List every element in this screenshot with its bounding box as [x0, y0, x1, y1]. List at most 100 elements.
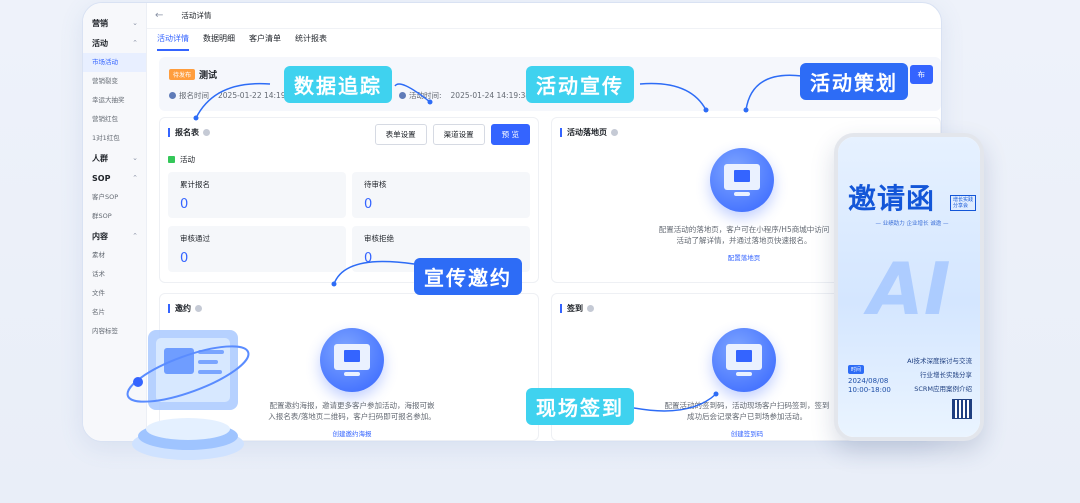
create-checkin-code-link[interactable]: 创建签到码 [730, 430, 764, 438]
checkin-description: 配置活动的签到码，活动现场客户扫码签到，签到 成功后会记录客户已到场参加活动。 [664, 401, 830, 421]
invitation-datetime: 2024/08/08 10:00-18:00 [848, 377, 891, 394]
sidebar-item-1v1-red-packet[interactable]: 1对1红包 [92, 134, 120, 142]
sidebar-group-label: 人群 [92, 153, 108, 163]
card-title: 报名表 [168, 128, 210, 137]
3d-dashboard-illustration-icon [126, 330, 250, 460]
invitation-title: 邀请函 [848, 182, 936, 215]
stat-value: 0 [180, 197, 189, 212]
sidebar: 营销 ⌄ 活动 ⌃ 市场活动 营销裂变 幸运大抽奖 营销红包 1对1红包 人群 … [83, 3, 147, 441]
signup-time-value: 2025-01-22 14:19 [218, 91, 286, 100]
checkin-qr-illustration-icon [712, 328, 776, 392]
invitation-poster: 邀请函 增长实践分享会 — 业绩助力 企业增长 诚邀 — AI 时间 2024/… [838, 137, 980, 437]
invite-description: 配置邀约海报，邀请更多客户参加活动，海报可嵌 入报名表/落地页二维码，客户扫码即… [268, 401, 436, 421]
clock-icon [399, 92, 406, 99]
landing-page-description: 配置活动的落地页，客户可在小程序/H5商城中访问 活动了解详情，并通过落地页快速… [658, 225, 830, 245]
tab-bar: 活动详情 数据明细 客户清单 统计报表 [157, 33, 327, 51]
activity-tag: 活动 [168, 154, 195, 165]
channel-settings-button[interactable]: 渠道设置 [432, 124, 485, 145]
signup-time-row: 报名时间 2025-01-22 14:19 [169, 90, 286, 101]
sidebar-item-red-packet[interactable]: 营销红包 [92, 115, 118, 123]
callout-promo-invite: 宣传邀约 [414, 258, 522, 295]
stat-label: 审核拒绝 [364, 234, 394, 243]
activity-title: 测试 [199, 71, 218, 81]
tab-customer-list[interactable]: 客户清单 [249, 34, 281, 43]
stat-value: 0 [364, 251, 373, 266]
configure-landing-page-link[interactable]: 配置落地页 [727, 254, 761, 262]
stat-label: 累计报名 [180, 180, 210, 189]
callout-onsite-checkin: 现场签到 [526, 388, 634, 425]
invitation-topic: AI技术深度探讨与交流 [907, 357, 972, 365]
create-invite-poster-link[interactable]: 创建邀约海报 [332, 430, 372, 438]
sidebar-group-label: 活动 [92, 38, 108, 48]
activity-time-row: 活动时间: 2025-01-24 14:19:34 [399, 90, 530, 101]
sidebar-group-content[interactable]: 内容 ⌃ [83, 226, 146, 246]
stat-approved: 审核通过 0 [168, 226, 346, 272]
tab-data-details[interactable]: 数据明细 [203, 34, 235, 43]
card-title: 签到 [560, 304, 594, 313]
sidebar-group-activity[interactable]: 活动 ⌃ [83, 33, 146, 53]
signup-form-actions: 表单设置 渠道设置 预 览 [374, 124, 530, 145]
invitation-tag: 增长实践分享会 [950, 195, 977, 211]
sidebar-item-script[interactable]: 话术 [92, 270, 105, 278]
info-icon [195, 305, 202, 312]
stat-pending-review: 待审核 0 [352, 172, 530, 218]
sidebar-item-fission[interactable]: 营销裂变 [92, 77, 118, 85]
page-title: 活动详情 [181, 11, 212, 20]
sidebar-item-card[interactable]: 名片 [92, 308, 105, 316]
sidebar-group-sop[interactable]: SOP ⌃ [83, 168, 146, 188]
sidebar-group-marketing[interactable]: 营销 ⌄ [83, 13, 146, 33]
sidebar-item-market-activity[interactable]: 市场活动 [83, 53, 146, 72]
clock-icon [169, 92, 176, 99]
sidebar-group-label: 内容 [92, 231, 108, 241]
activity-tag-label: 活动 [180, 155, 195, 164]
callout-activity-promotion: 活动宣传 [526, 66, 634, 103]
form-settings-button[interactable]: 表单设置 [374, 124, 427, 145]
card-title: 邀约 [168, 304, 202, 313]
status-badge: 待发布 [169, 69, 196, 80]
tab-activity-details[interactable]: 活动详情 [157, 33, 189, 51]
sidebar-group-label: SOP [92, 173, 111, 183]
activity-tag-icon [168, 156, 175, 163]
callout-activity-planning: 活动策划 [800, 63, 908, 100]
activity-time-label: 活动时间: [409, 91, 442, 100]
back-arrow-icon[interactable]: ← [155, 10, 164, 21]
chevron-up-icon: ⌃ [132, 232, 138, 240]
publish-button[interactable]: 布 [909, 65, 933, 84]
stat-total-signups: 累计报名 0 [168, 172, 346, 218]
chevron-up-icon: ⌃ [132, 39, 138, 47]
invitation-phone-mockup: 邀请函 增长实践分享会 — 业绩助力 企业增长 诚邀 — AI 时间 2024/… [834, 133, 984, 441]
card-title: 活动落地页 [560, 128, 618, 137]
stat-label: 待审核 [364, 180, 387, 189]
chevron-down-icon: ⌄ [132, 19, 138, 27]
activity-time-value: 2025-01-24 14:19:34 [450, 91, 531, 100]
sidebar-item-customer-sop[interactable]: 客户SOP [92, 193, 119, 201]
chevron-up-icon: ⌃ [132, 174, 138, 182]
sidebar-group-label: 营销 [92, 18, 108, 28]
stat-label: 审核通过 [180, 234, 210, 243]
invite-poster-illustration-icon [320, 328, 384, 392]
sidebar-group-audience[interactable]: 人群 ⌄ [83, 148, 146, 168]
preview-button[interactable]: 预 览 [490, 124, 530, 145]
info-icon [611, 129, 618, 136]
info-icon [203, 129, 210, 136]
sidebar-item-file[interactable]: 文件 [92, 289, 105, 297]
callout-data-tracking: 数据追踪 [284, 66, 392, 103]
date-badge: 时间 [848, 365, 865, 374]
topbar: ← 活动详情 [147, 3, 941, 29]
info-icon [587, 305, 594, 312]
invitation-topic: 行业增长实践分享 [920, 371, 972, 379]
qr-code-icon [952, 399, 972, 419]
sidebar-item-material[interactable]: 素材 [92, 251, 105, 259]
signup-time-label: 报名时间 [179, 91, 209, 100]
invitation-subtitle: — 业绩助力 企业增长 诚邀 — [875, 221, 949, 227]
stat-value: 0 [364, 197, 373, 212]
landing-page-illustration-icon [710, 148, 774, 212]
stat-value: 0 [180, 251, 189, 266]
tab-statistics[interactable]: 统计报表 [295, 34, 327, 43]
chevron-down-icon: ⌄ [132, 154, 138, 162]
ai-logo-graphic: AI [868, 247, 951, 331]
invitation-topic: SCRM应用案例介绍 [914, 385, 972, 393]
sidebar-item-group-sop[interactable]: 群SOP [92, 212, 112, 220]
sidebar-item-content-tags[interactable]: 内容标签 [92, 327, 118, 335]
sidebar-item-lucky-draw[interactable]: 幸运大抽奖 [92, 96, 125, 104]
